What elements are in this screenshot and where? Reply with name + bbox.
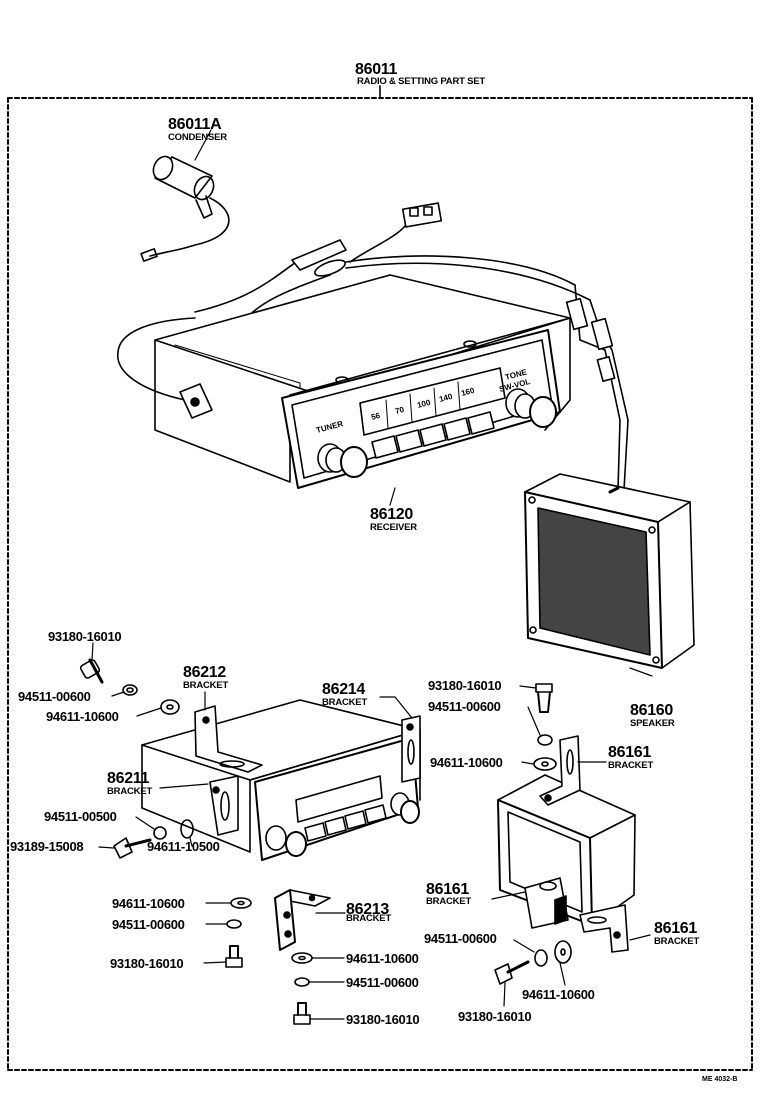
part-label: 93189-15008 [10,839,84,854]
dial-mark-1: 70 [394,405,405,416]
bracket-86211-name: BRACKET [107,786,153,797]
wiring [117,202,629,491]
bracket-86211-number: 86211 [107,770,150,787]
part-label: 93180-16010 [48,629,122,644]
bracket-86161-right-name: BRACKET [654,936,700,947]
bracket-86212-number: 86212 [183,664,226,681]
part-label: 94611-10600 [522,987,595,1002]
part-label: 94511-00600 [18,689,91,704]
dial-mark-3: 140 [438,392,454,404]
bracket-86213-name: BRACKET [346,913,392,924]
bracket-86161-top-name: BRACKET [608,760,654,771]
bracket-86161-top-number: 86161 [608,744,651,761]
kit-name: RADIO & SETTING PART SET [357,76,486,87]
part-label: 94511-00600 [112,917,185,932]
bracket-86161-right-number: 86161 [654,920,697,937]
speaker-drawing [524,473,695,669]
condenser-drawing [140,155,230,262]
receiver-assembly-drawing [141,699,421,861]
fasteners [79,658,572,1025]
speaker-housing-drawing [497,735,636,953]
condenser-name: CONDENSER [168,132,227,143]
leader-lines [91,129,653,1020]
dial-mark-4: 160 [460,386,476,398]
speaker-number: 86160 [630,702,673,719]
part-label: 93180-16010 [428,678,502,693]
drawing-code: ME 4032-B [702,1076,738,1083]
kit-boundary [7,85,753,1071]
bracket-86213-number: 86213 [346,901,389,918]
receiver-drawing [154,274,571,489]
bracket-86213-drawing [274,889,331,951]
bracket-86161-mid-name: BRACKET [426,896,472,907]
part-label: 94511-00600 [428,699,501,714]
speaker-name: SPEAKER [630,718,675,729]
dial-mark-0: 56 [370,411,381,422]
part-label: 94611-10600 [112,896,185,911]
part-label: 93180-16010 [346,1012,420,1027]
part-label: 94511-00600 [424,931,497,946]
bracket-86214-name: BRACKET [322,697,368,708]
bracket-86212-name: BRACKET [183,680,229,691]
receiver-name: RECEIVER [370,522,417,533]
condenser-number: 86011A [168,116,222,133]
part-label: 94611-10600 [430,755,503,770]
part-label: 94611-10500 [147,839,220,854]
dial-mark-2: 100 [416,398,432,410]
part-label: 94611-10600 [46,709,119,724]
part-label: 93180-16010 [458,1009,532,1024]
part-label: 94511-00600 [346,975,419,990]
receiver-number: 86120 [370,506,413,523]
kit-number: 86011 [355,61,398,78]
part-label: 94611-10600 [346,951,419,966]
part-label: 93180-16010 [110,956,184,971]
bracket-86214-number: 86214 [322,681,365,698]
bracket-86161-mid-number: 86161 [426,881,469,898]
part-label: 94511-00500 [44,809,117,824]
